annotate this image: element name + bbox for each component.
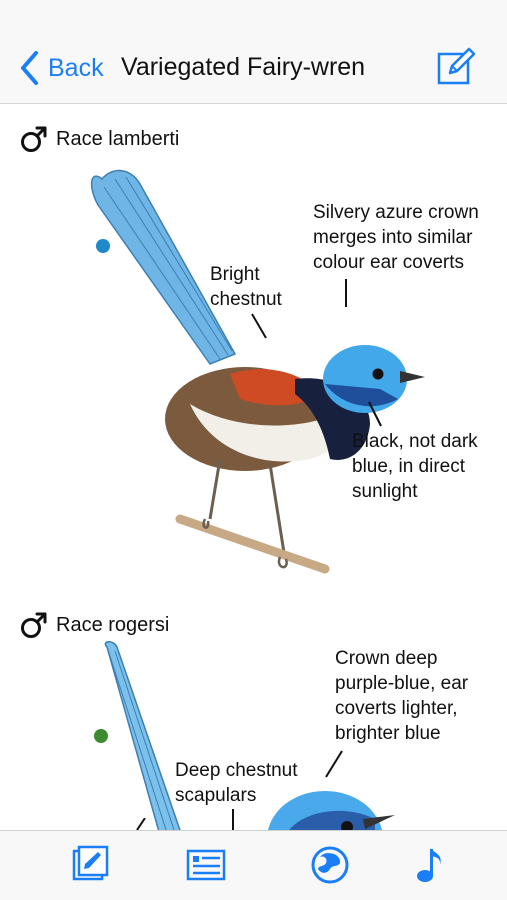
annotation-pointer — [325, 750, 343, 778]
race-heading-rogersi: Race rogersi — [20, 611, 169, 639]
chevron-left-icon — [21, 51, 38, 85]
back-button[interactable]: Back — [18, 50, 104, 86]
annotation-crown: Silvery azure crown merges into similar … — [313, 202, 479, 273]
marker-dot — [94, 729, 108, 743]
annotation-black: Black, not dark blue, in direct sunlight — [352, 431, 478, 502]
annotation-scapulars: Deep chestnut scapulars — [175, 760, 298, 806]
annotation-pointer — [232, 809, 234, 830]
globe-icon[interactable] — [310, 845, 350, 885]
navigation-bar: Back Variegated Fairy-wren — [0, 0, 507, 104]
music-note-icon[interactable] — [410, 845, 450, 885]
bird-illustration-rogersi — [104, 641, 395, 830]
text-list-icon[interactable] — [186, 845, 226, 885]
annotation-crown: Crown deep purple-blue, ear coverts ligh… — [335, 648, 469, 744]
marker-dot — [96, 239, 110, 253]
annotation-pointer — [345, 279, 347, 307]
back-label: Back — [48, 53, 104, 82]
page-title: Variegated Fairy-wren — [121, 53, 366, 81]
annotation-pointer — [251, 313, 267, 339]
race-label: Race lamberti — [56, 127, 180, 150]
notes-icon[interactable] — [70, 845, 110, 885]
male-symbol-icon — [21, 126, 47, 152]
species-content[interactable]: Race lamberti Silvery azure crown merges… — [0, 104, 507, 830]
bird-illustration-lamberti — [90, 169, 425, 574]
annotation-pointer — [368, 401, 382, 427]
tab-bar — [0, 830, 507, 900]
male-symbol-icon — [21, 612, 47, 638]
annotation-chestnut: Bright chestnut — [210, 264, 282, 310]
race-heading-lamberti: Race lamberti — [20, 125, 179, 153]
annotation-pointer — [136, 818, 146, 830]
compose-icon[interactable] — [436, 47, 476, 87]
race-label: Race rogersi — [56, 613, 170, 636]
